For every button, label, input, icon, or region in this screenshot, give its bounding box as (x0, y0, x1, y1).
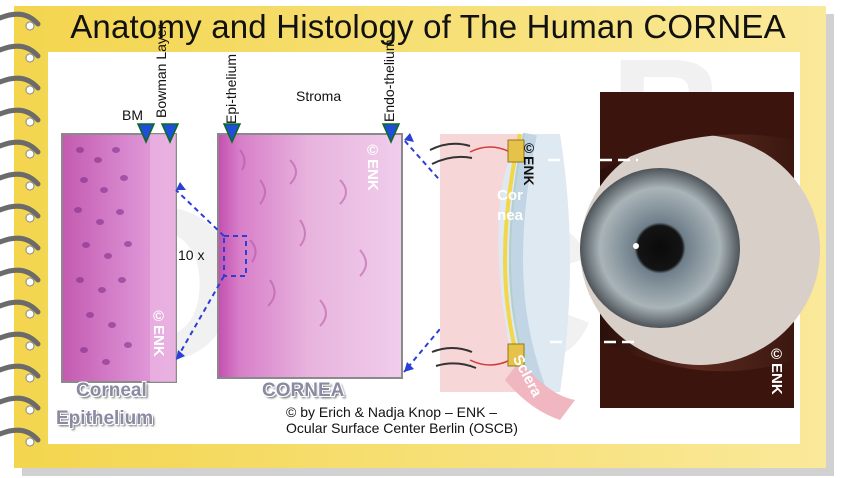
label-bm: BM (122, 107, 143, 123)
caption-cornea: CORNEA (262, 380, 345, 401)
label-bowman-layer: Bowman Layer (153, 24, 169, 118)
cornea-micrograph (217, 133, 403, 379)
caption-corneal: Corneal (76, 380, 147, 401)
watermark-photo: ©ENK (768, 346, 785, 395)
eye-schematic (429, 132, 575, 420)
page-title: Anatomy and Histology of The Human CORNE… (70, 8, 786, 45)
eye-photograph (548, 92, 820, 408)
watermark-schematic: ©ENK (521, 140, 537, 186)
watermark-epithelium: ©ENK (150, 308, 167, 357)
label-endothelium: Endo-thelium (381, 39, 397, 123)
copyright-line-1: © by Erich & Nadja Knop – ENK – (286, 404, 498, 420)
label-stroma: Stroma (296, 88, 342, 104)
label-cornea-vertical: Cornea (497, 187, 523, 224)
copyright-text: © by Erich & Nadja Knop – ENK – Ocular S… (286, 404, 518, 436)
epithelium-micrograph (61, 133, 177, 383)
copyright-line-2: Ocular Surface Center Berlin (OSCB) (286, 420, 518, 436)
watermark-cornea: ©ENK (364, 142, 381, 191)
caption-epithelium: Epithelium (56, 408, 154, 429)
label-epithelium: Epi-thelium (223, 53, 239, 124)
label-magnification: 10 x (178, 247, 205, 263)
